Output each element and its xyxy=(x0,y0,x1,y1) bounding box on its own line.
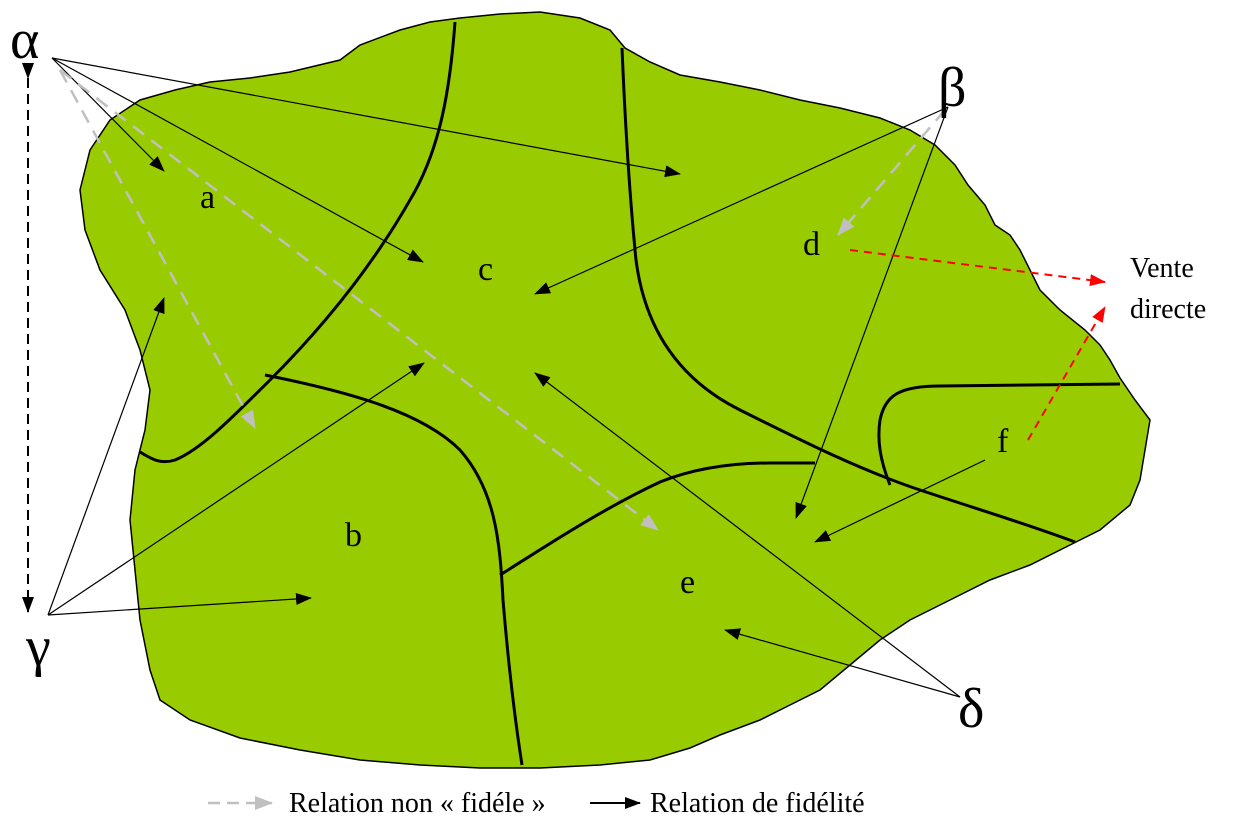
region-label-b: b xyxy=(345,517,362,554)
direct-sale-label-line1: Vente xyxy=(1130,253,1194,284)
region-label-f: f xyxy=(997,423,1009,460)
boundary-f xyxy=(877,382,1121,486)
legend-dashed-label: Relation non « fidéle » xyxy=(289,788,546,819)
region-label-a: a xyxy=(200,179,215,216)
arrow-gamma-b xyxy=(47,592,312,616)
legend-solid-label: Relation de fidélité xyxy=(650,788,865,819)
red-arrow-d xyxy=(849,249,1106,287)
region-label-c: c xyxy=(478,251,493,288)
arrow-delta-e xyxy=(724,628,961,698)
actor-label-delta: δ xyxy=(958,678,984,740)
dashed-beta-d xyxy=(837,109,946,236)
boundary-a-c xyxy=(139,21,457,464)
arrow-alpha-cd xyxy=(51,57,681,178)
arrow-alpha-c xyxy=(51,57,424,263)
arrow-gamma-c xyxy=(47,362,425,616)
actor-label-beta: β xyxy=(938,57,967,119)
unfaithful-relations xyxy=(58,69,946,531)
region-label-e: e xyxy=(680,564,695,601)
legend: Relation non « fidéle » Relation de fidé… xyxy=(208,788,865,819)
region-label-d: d xyxy=(803,226,820,263)
actor-label-alpha: α xyxy=(10,9,39,71)
arrow-beta-e xyxy=(795,106,949,519)
boundary-c-e xyxy=(499,461,815,577)
territory-shape xyxy=(79,11,1151,769)
dashed-alpha-e xyxy=(59,69,659,531)
arrow-delta-c xyxy=(534,372,961,698)
arrow-beta-c xyxy=(534,106,949,295)
direct-sale-label-line2: directe xyxy=(1130,294,1206,325)
arrow-gamma-a xyxy=(47,297,165,616)
internal-boundaries xyxy=(139,21,1121,766)
actor-label-gamma: γ xyxy=(25,616,51,678)
direct-sale-relations xyxy=(849,249,1106,441)
boundary-c-d xyxy=(620,47,1076,544)
arrow-f-e xyxy=(814,459,986,543)
red-arrow-f xyxy=(1027,306,1106,441)
boundary-b-c xyxy=(264,373,524,766)
